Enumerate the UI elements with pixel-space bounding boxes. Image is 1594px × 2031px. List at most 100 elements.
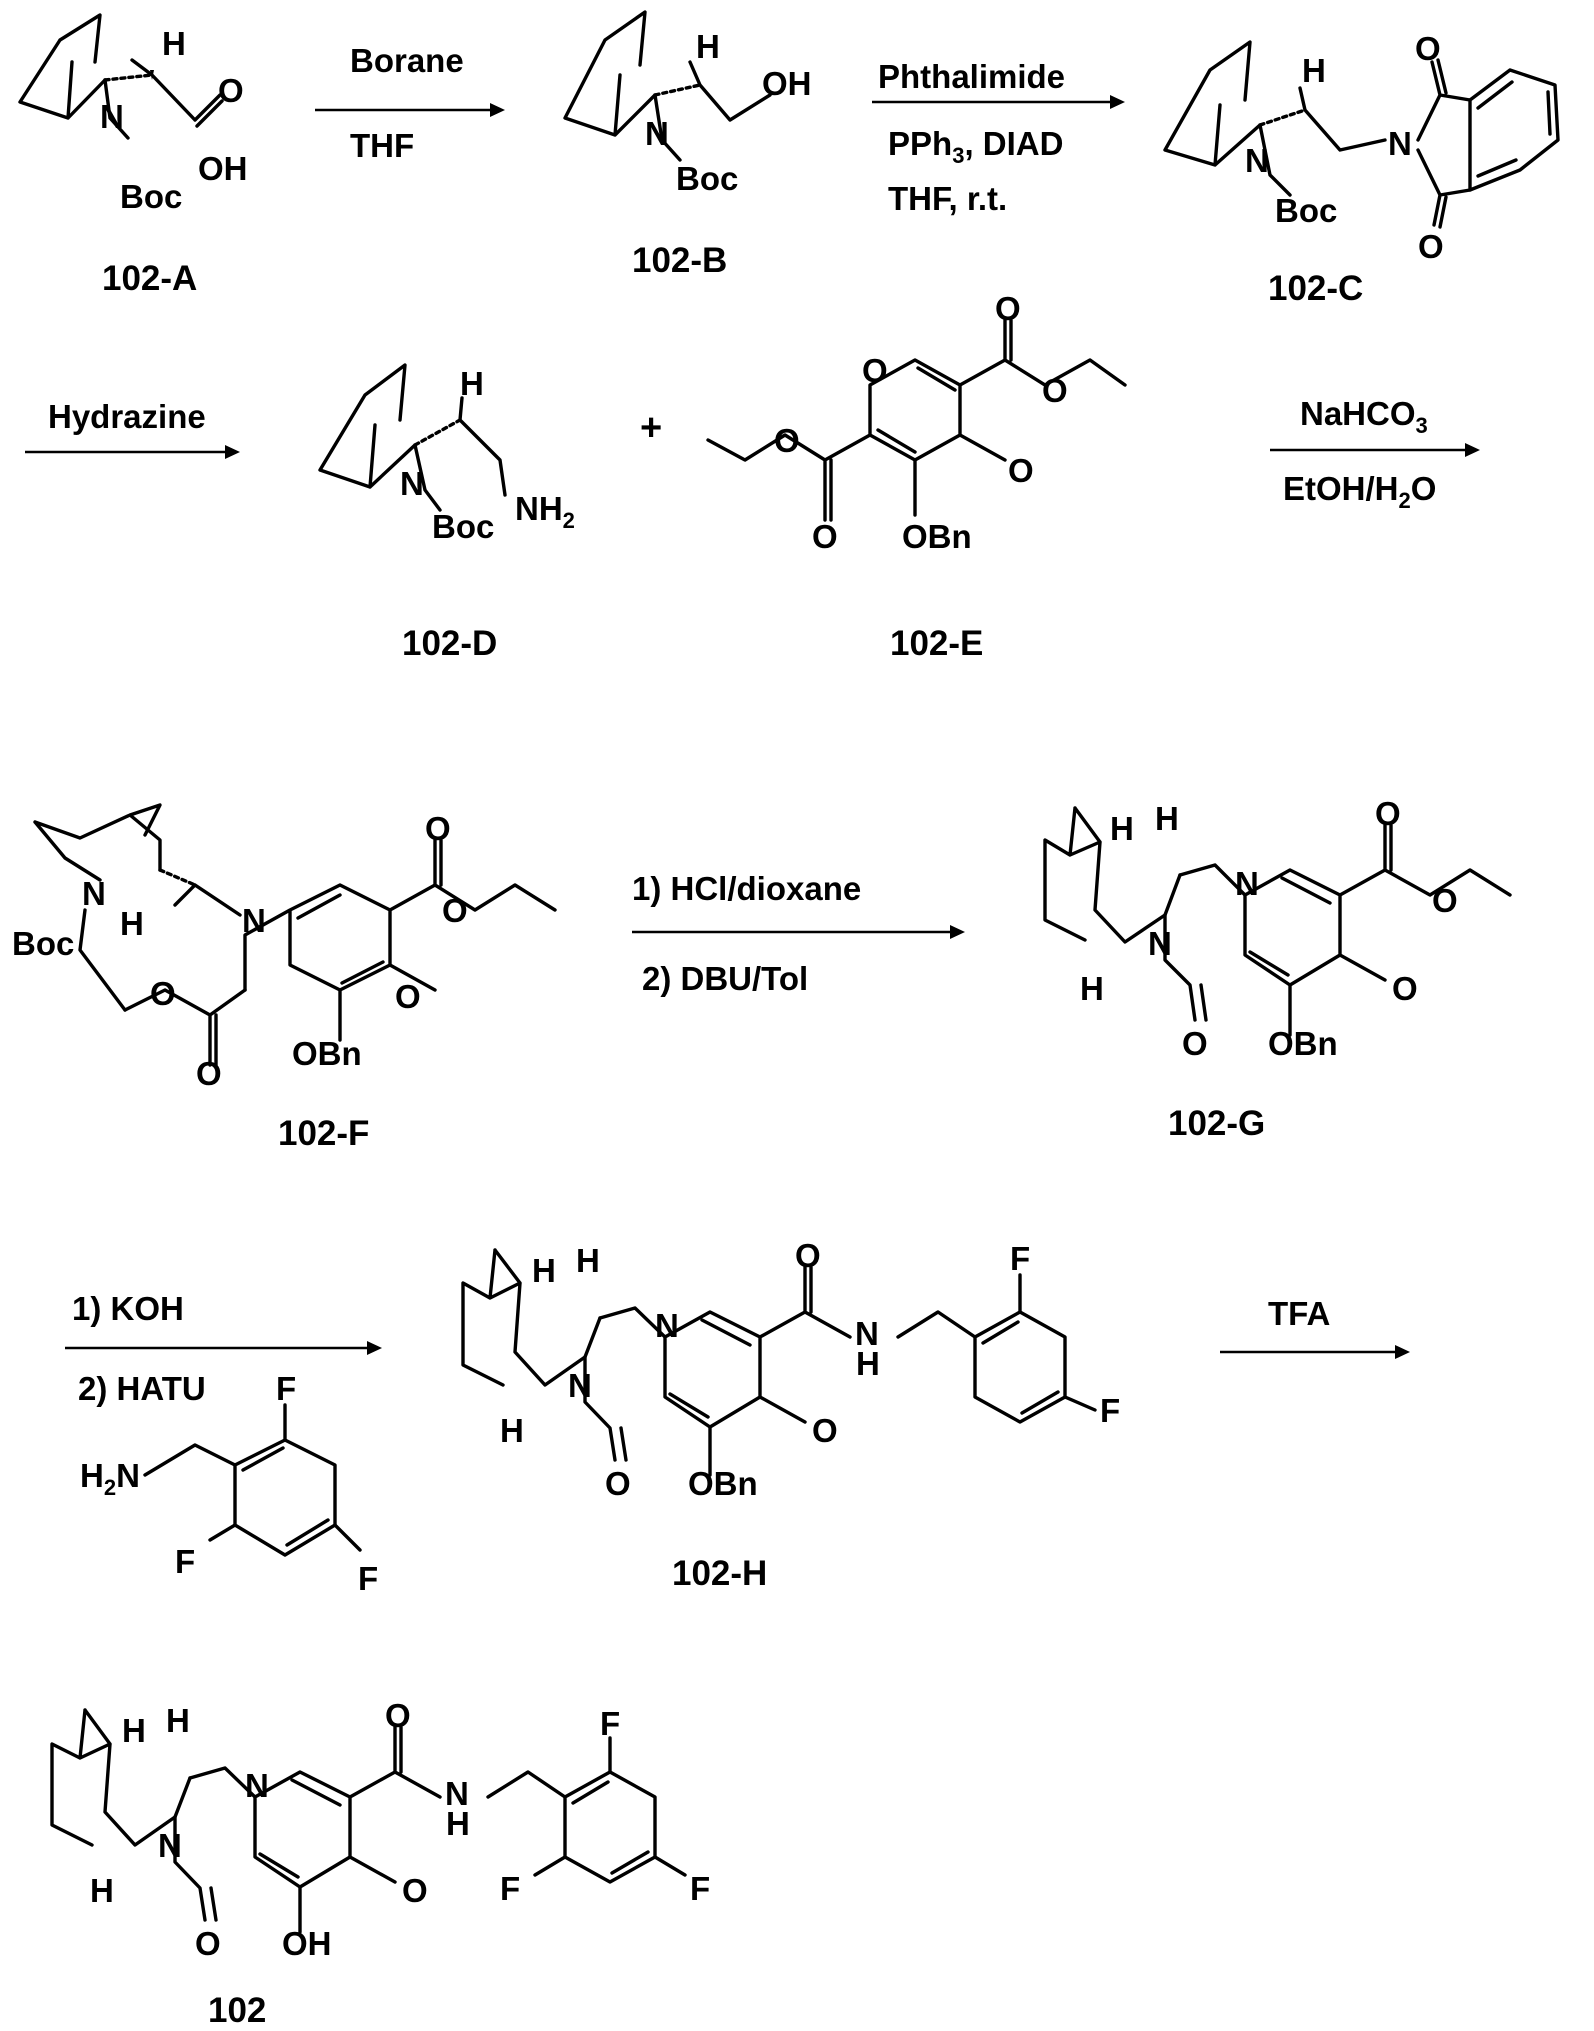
compound-label-102-H: 102-H [672,1554,767,1593]
atom-NH-H: H [856,1345,880,1382]
compound-label-102-B: 102-B [632,241,727,280]
reagent-hatu: 2) HATU [78,1370,206,1407]
structure-102-F: N H Boc N O O O O O OBn 102-F [12,805,555,1153]
atom-H: H [120,905,144,942]
atom-H: H [90,1872,114,1909]
arrow-step-7: TFA [1220,1295,1410,1359]
atom-O: O [150,975,176,1012]
atom-O: O [402,1872,428,1909]
atom-NH-H: H [446,1805,470,1842]
atom-OBn: OBn [688,1465,758,1502]
atom-H: H [166,1702,190,1739]
compound-label-102-A: 102-A [102,259,197,298]
atom-O: O [1418,228,1444,265]
atom-F: F [600,1705,620,1742]
atom-H: H [1302,52,1326,89]
reagent-phthalimide: Phthalimide [878,58,1065,95]
atom-O: O [605,1465,631,1502]
atom-OH: OH [282,1925,332,1962]
atom-H: H [460,365,484,402]
compound-label-102-D: 102-D [402,624,497,663]
reagent-dbu-tol: 2) DBU/Tol [642,960,808,997]
compound-label-102-C: 102-C [1268,269,1363,308]
atom-NH2: NH2 [515,490,575,533]
atom-O: O [196,1055,222,1092]
atom-OBn: OBn [1268,1025,1338,1062]
atom-F: F [276,1370,296,1407]
structure-102-A: H N O OH Boc 102-A [20,15,248,298]
reagent-nahco3: NaHCO3 [1300,395,1428,438]
arrow-step-4: NaHCO3 EtOH/H2O [1270,395,1480,513]
atom-O: O [425,810,451,847]
atom-N: N [158,1827,182,1864]
arrow-step-1: Borane THF [315,42,505,164]
atom-Boc: Boc [432,508,494,545]
atom-H: H [500,1412,524,1449]
atom-H: H [1110,810,1134,847]
atom-O: O [812,1412,838,1449]
atom-OBn: OBn [292,1035,362,1072]
atom-N: N [1148,925,1172,962]
structure-102-G: H H H N N O O O O OBn 102-G [1045,795,1510,1143]
atom-O: O [1392,970,1418,1007]
compound-label-102-E: 102-E [890,624,983,663]
atom-Boc: Boc [676,160,738,197]
atom-N: N [400,465,424,502]
atom-OH: OH [762,65,812,102]
atom-N: N [645,115,669,152]
atom-O: O [812,518,838,555]
atom-OH: OH [198,150,248,187]
atom-F: F [175,1543,195,1580]
compound-label-102: 102 [208,1991,266,2030]
atom-N: N [1388,125,1412,162]
structure-102-B: H N OH Boc 102-B [565,12,812,280]
structure-102: H H H N N O N H F F F O O OH 102 [52,1697,710,2030]
atom-N: N [82,875,106,912]
atom-O: O [862,352,888,389]
atom-O: O [1415,30,1441,67]
atom-H: H [122,1712,146,1749]
atom-Boc: Boc [12,925,74,962]
atom-O: O [995,290,1021,327]
atom-O: O [774,422,800,459]
atom-N: N [100,98,124,135]
arrow-step-6: 1) KOH 2) HATU [65,1290,382,1407]
atom-Boc: Boc [1275,192,1337,229]
atom-H: H [1080,970,1104,1007]
structure-102-E: O O O O O O OBn 102-E [708,290,1125,663]
atom-O: O [1182,1025,1208,1062]
atom-O: O [1008,452,1034,489]
reagent-thf-rt: THF, r.t. [888,180,1007,217]
atom-O: O [1432,882,1458,919]
atom-OBn: OBn [902,518,972,555]
reagent-koh: 1) KOH [72,1290,184,1327]
atom-N: N [1235,865,1259,902]
structure-102-D: H N Boc NH2 102-D [320,365,575,663]
structure-102-H: H H H N N O N H F F O O OBn 102-H [463,1237,1120,1593]
atom-O: O [1042,372,1068,409]
reagent-thf: THF [350,127,414,164]
atom-O: O [218,72,244,109]
atom-H: H [162,25,186,62]
plus-sign: + [640,407,662,449]
atom-H: H [696,28,720,65]
atom-O: O [795,1237,821,1274]
atom-H: H [532,1252,556,1289]
atom-Boc: Boc [120,178,182,215]
atom-N: N [245,1767,269,1804]
atom-H: H [576,1242,600,1279]
reagent-hydrazine: Hydrazine [48,398,206,435]
reagent-hcl-dioxane: 1) HCl/dioxane [632,870,861,907]
reagent-borane: Borane [350,42,464,79]
atom-O: O [1375,795,1401,832]
atom-N: N [242,902,266,939]
atom-F: F [690,1870,710,1907]
atom-O: O [442,892,468,929]
arrow-step-5: 1) HCl/dioxane 2) DBU/Tol [632,870,965,997]
atom-F: F [500,1870,520,1907]
atom-F: F [1100,1392,1120,1429]
atom-N: N [568,1367,592,1404]
reagent-pph3-diad: PPh3, DIAD [888,125,1063,168]
reagent-etoh-h2o: EtOH/H2O [1283,470,1436,513]
